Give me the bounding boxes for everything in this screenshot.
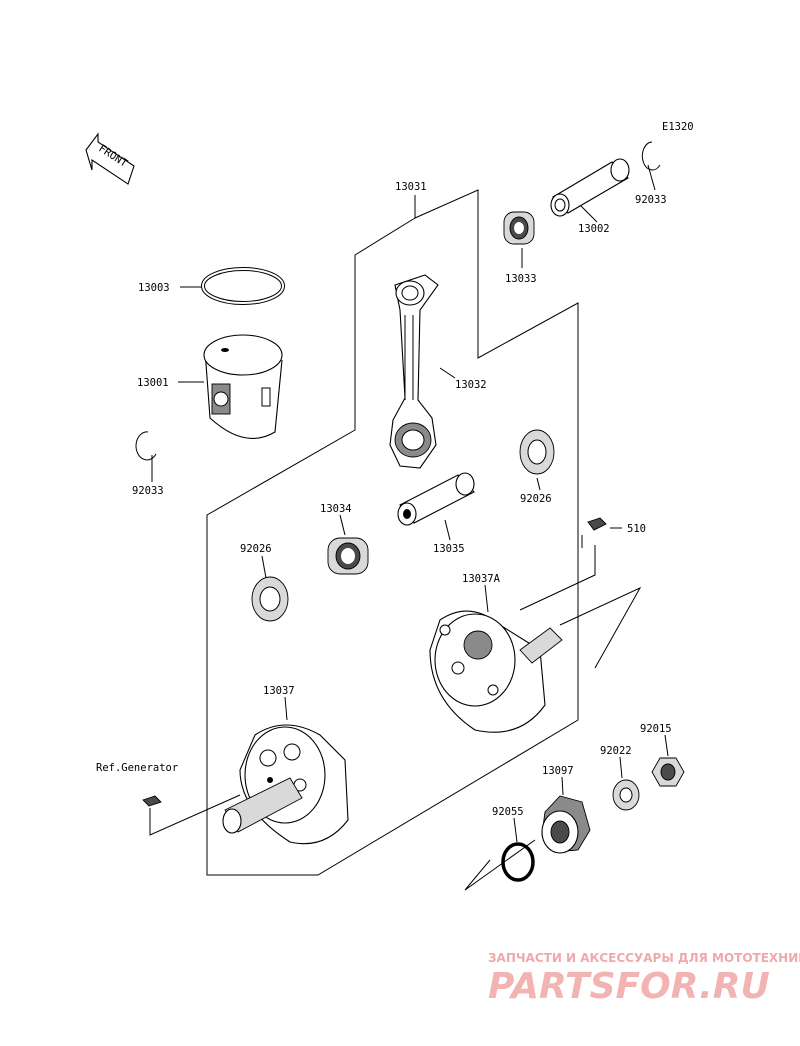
label-92033-top: 92033 (635, 194, 667, 206)
watermark-caption: ЗАПЧАСТИ И АКСЕССУАРЫ ДЛЯ МОТОТЕХНИКИ (488, 951, 800, 965)
nut (651, 757, 685, 787)
label-13034: 13034 (320, 503, 352, 515)
watermark: ЗАПЧАСТИ И АКСЕССУАРЫ ДЛЯ МОТОТЕХНИКИ PA… (488, 951, 800, 1007)
woodruff-key (587, 517, 607, 531)
watermark-logo: PARTSFOR.RU (488, 966, 770, 1007)
thrust-washer-right (519, 429, 555, 475)
small-end-bearing (503, 211, 535, 245)
label-13037: 13037 (263, 685, 295, 697)
front-arrow-icon: FRONT (85, 132, 135, 185)
label-510: 510 (627, 523, 646, 535)
figure-code: E1320 (662, 121, 694, 133)
washer (612, 779, 640, 811)
label-92026-left: 92026 (240, 543, 272, 555)
part-labels: 13031 13002 92033 13033 13003 13001 1303… (96, 181, 672, 818)
circlip-top (641, 141, 661, 171)
label-92022: 92022 (600, 745, 632, 757)
piston-ring (201, 267, 285, 305)
o-ring (501, 842, 535, 882)
label-ref-generator: Ref.Generator (96, 762, 178, 774)
label-92015: 92015 (640, 723, 672, 735)
thrust-washer-left (251, 576, 289, 622)
label-13003: 13003 (138, 282, 170, 294)
primary-gear (541, 795, 591, 854)
piston (203, 334, 283, 439)
label-13035: 13035 (433, 543, 465, 555)
crank-pin (397, 472, 475, 526)
leader-lines (149, 164, 669, 891)
label-13037A: 13037A (462, 573, 501, 585)
label-13097: 13097 (542, 765, 574, 777)
connecting-rod (389, 274, 439, 469)
generator-key-icon (142, 795, 162, 807)
label-92026-right: 92026 (520, 493, 552, 505)
crankshaft-left-half (222, 724, 349, 845)
label-92033-left: 92033 (132, 485, 164, 497)
circlip-left (135, 431, 157, 461)
piston-pin (550, 158, 630, 217)
label-92055: 92055 (492, 806, 524, 818)
label-13001: 13001 (137, 377, 169, 389)
label-13002: 13002 (578, 223, 610, 235)
label-13032: 13032 (455, 379, 487, 391)
big-end-bearing (327, 537, 369, 575)
crankshaft-right-half (429, 610, 563, 733)
label-13031: 13031 (395, 181, 427, 193)
label-13033: 13033 (505, 273, 537, 285)
